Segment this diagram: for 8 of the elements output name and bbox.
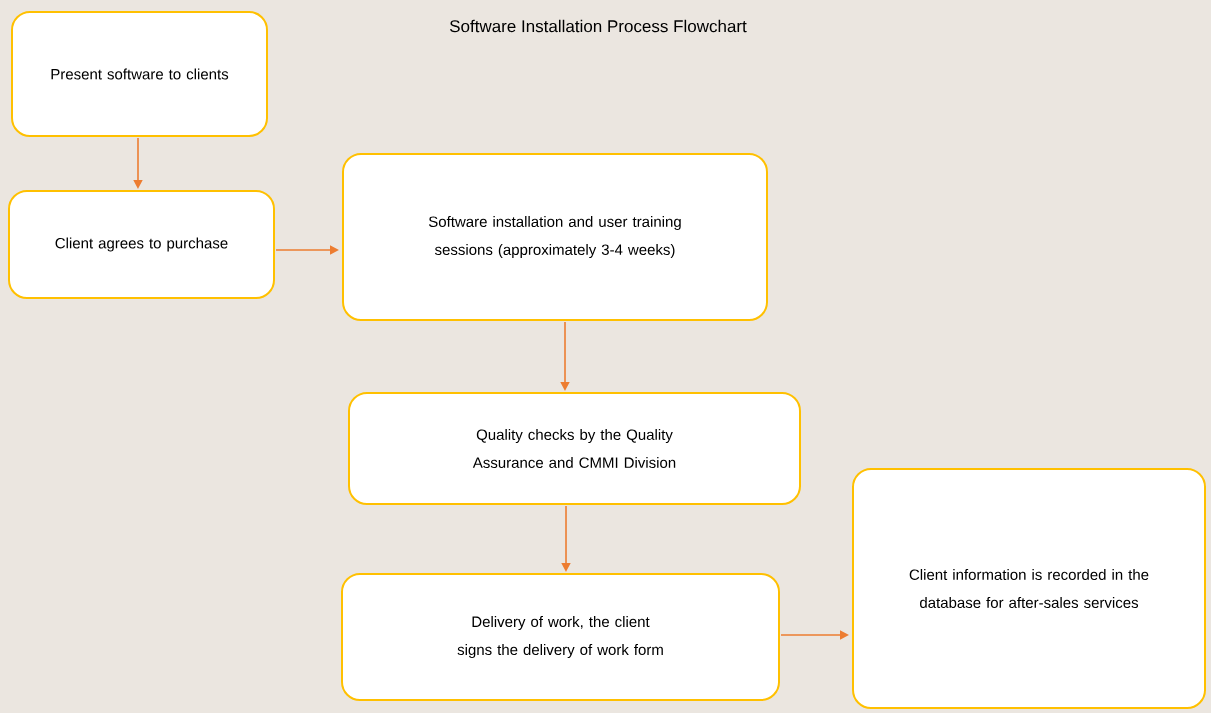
process-box: Client information is recorded in the database for after-sales services [852, 468, 1206, 709]
arrow [275, 245, 339, 255]
process-box: Client agrees to purchase [8, 190, 275, 299]
process-box: Delivery of work, the client signs the delivery of work form [341, 573, 780, 701]
process-box: Quality checks by the Quality Assurance and CMMI Division [348, 392, 801, 505]
process-box: Software installation and user training sessions (approximately 3-4 weeks) [342, 153, 768, 321]
title: Software Installation Process Flowchart [449, 19, 747, 33]
process-box: Present software to clients [11, 11, 268, 137]
